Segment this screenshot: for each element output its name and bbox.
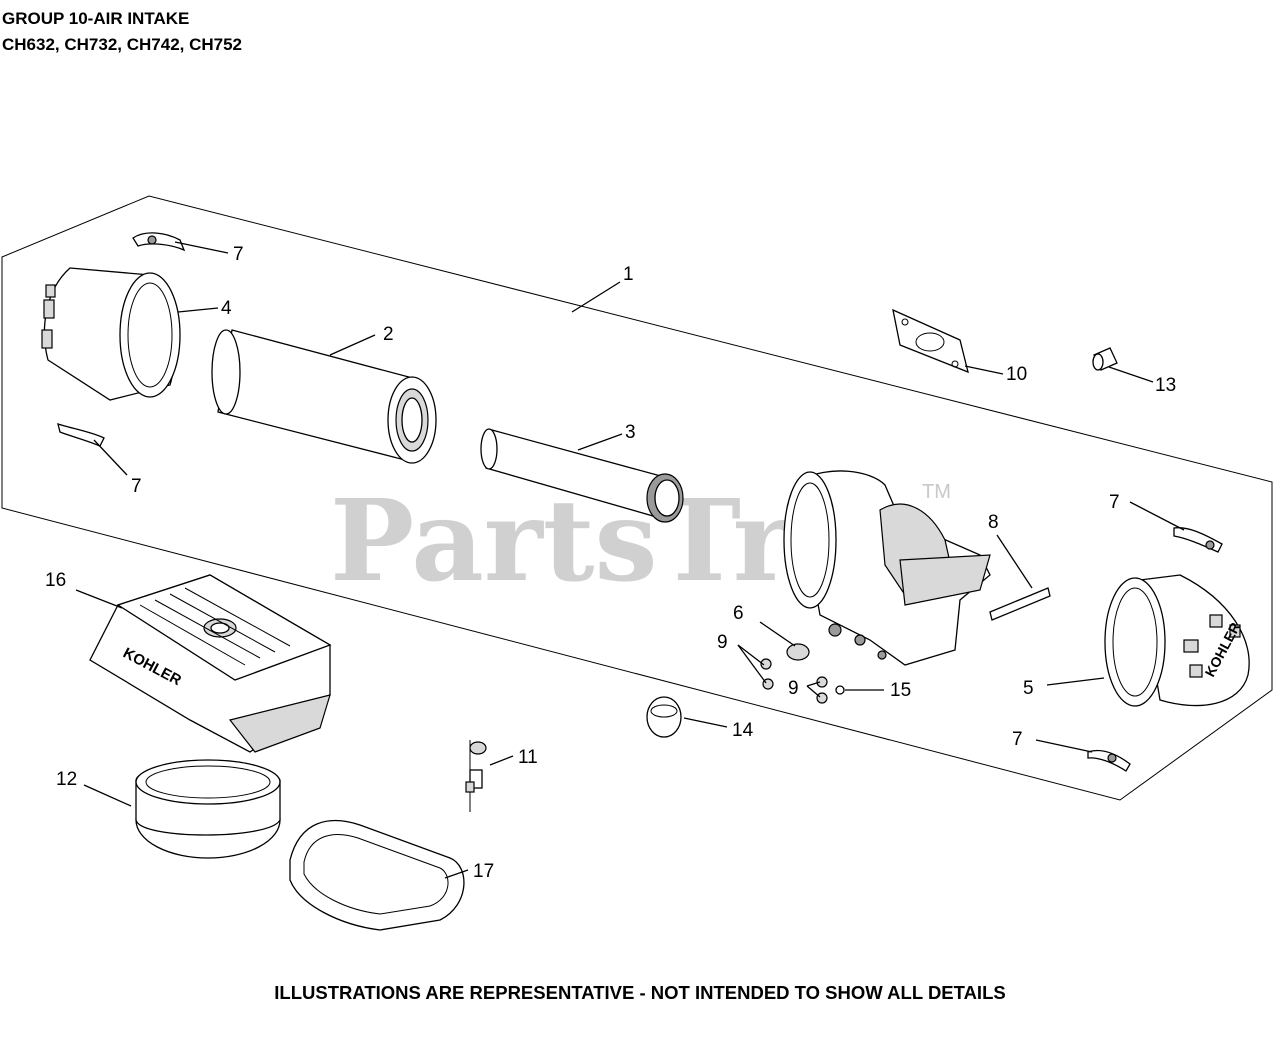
callout-9-right: 9 bbox=[788, 678, 799, 699]
callout-17: 17 bbox=[473, 861, 494, 882]
callout-16: 16 bbox=[45, 570, 66, 591]
callout-10: 10 bbox=[1006, 364, 1027, 385]
part-7-clip-upper-right[interactable] bbox=[1173, 527, 1223, 553]
callout-1: 1 bbox=[623, 264, 634, 285]
part-15-washer[interactable] bbox=[835, 685, 845, 695]
part-7-clip-upper-left[interactable] bbox=[132, 232, 186, 252]
callout-11: 11 bbox=[518, 747, 538, 768]
callout-4: 4 bbox=[221, 298, 232, 319]
callout-6: 6 bbox=[733, 603, 744, 624]
part-14-cap[interactable] bbox=[646, 696, 682, 738]
callout-15: 15 bbox=[890, 680, 911, 701]
callout-13: 13 bbox=[1155, 375, 1176, 396]
part-4-air-cleaner-cover[interactable] bbox=[41, 267, 181, 401]
callout-7-lower-left: 7 bbox=[131, 476, 142, 497]
callout-numbers: 1 2 3 4 5 6 7 7 7 7 8 9 9 10 11 12 13 14… bbox=[45, 244, 1176, 882]
group-title: GROUP 10-AIR INTAKE bbox=[2, 9, 190, 28]
callout-7-upper-left: 7 bbox=[233, 244, 244, 265]
part-11-fitting[interactable] bbox=[465, 740, 487, 812]
part-7-clip-lower-right[interactable] bbox=[1087, 749, 1131, 772]
part-8-seal-strip[interactable] bbox=[989, 587, 1051, 621]
callout-7-lower-right: 7 bbox=[1012, 729, 1023, 750]
part-2-air-filter-element[interactable] bbox=[211, 329, 437, 464]
part-10-gasket[interactable] bbox=[892, 308, 969, 374]
callout-3: 3 bbox=[625, 422, 636, 443]
part-5-kohler-cover[interactable]: KOHLER bbox=[1104, 574, 1250, 707]
callout-12: 12 bbox=[56, 769, 77, 790]
assembly-outline bbox=[1, 195, 1273, 801]
part-16-top-cover[interactable]: KOHLER bbox=[89, 574, 332, 753]
air-cleaner-base-housing[interactable] bbox=[783, 470, 991, 666]
callout-8: 8 bbox=[988, 512, 999, 533]
callout-14: 14 bbox=[732, 720, 754, 741]
model-list: CH632, CH732, CH742, CH752 bbox=[2, 35, 243, 54]
trademark-mark: TM bbox=[922, 481, 951, 503]
callout-7-upper-right: 7 bbox=[1109, 492, 1120, 513]
part-3-inner-element[interactable] bbox=[480, 428, 684, 523]
part-6-plug[interactable] bbox=[786, 643, 810, 661]
part-9-nuts-right[interactable] bbox=[816, 676, 828, 704]
callout-2: 2 bbox=[383, 324, 394, 345]
diagram-header: GROUP 10-AIR INTAKE CH632, CH732, CH742,… bbox=[2, 6, 242, 58]
part-12-precleaner[interactable] bbox=[135, 759, 281, 859]
disclaimer-footer: ILLUSTRATIONS ARE REPRESENTATIVE - NOT I… bbox=[274, 982, 1006, 1003]
part-9-nuts-left[interactable] bbox=[760, 658, 774, 690]
callout-9-left: 9 bbox=[717, 632, 728, 653]
leader-lines bbox=[75, 241, 1185, 879]
callout-5: 5 bbox=[1023, 678, 1034, 699]
part-17-oval-seal[interactable] bbox=[289, 819, 465, 931]
part-13-sleeve[interactable] bbox=[1092, 347, 1118, 371]
